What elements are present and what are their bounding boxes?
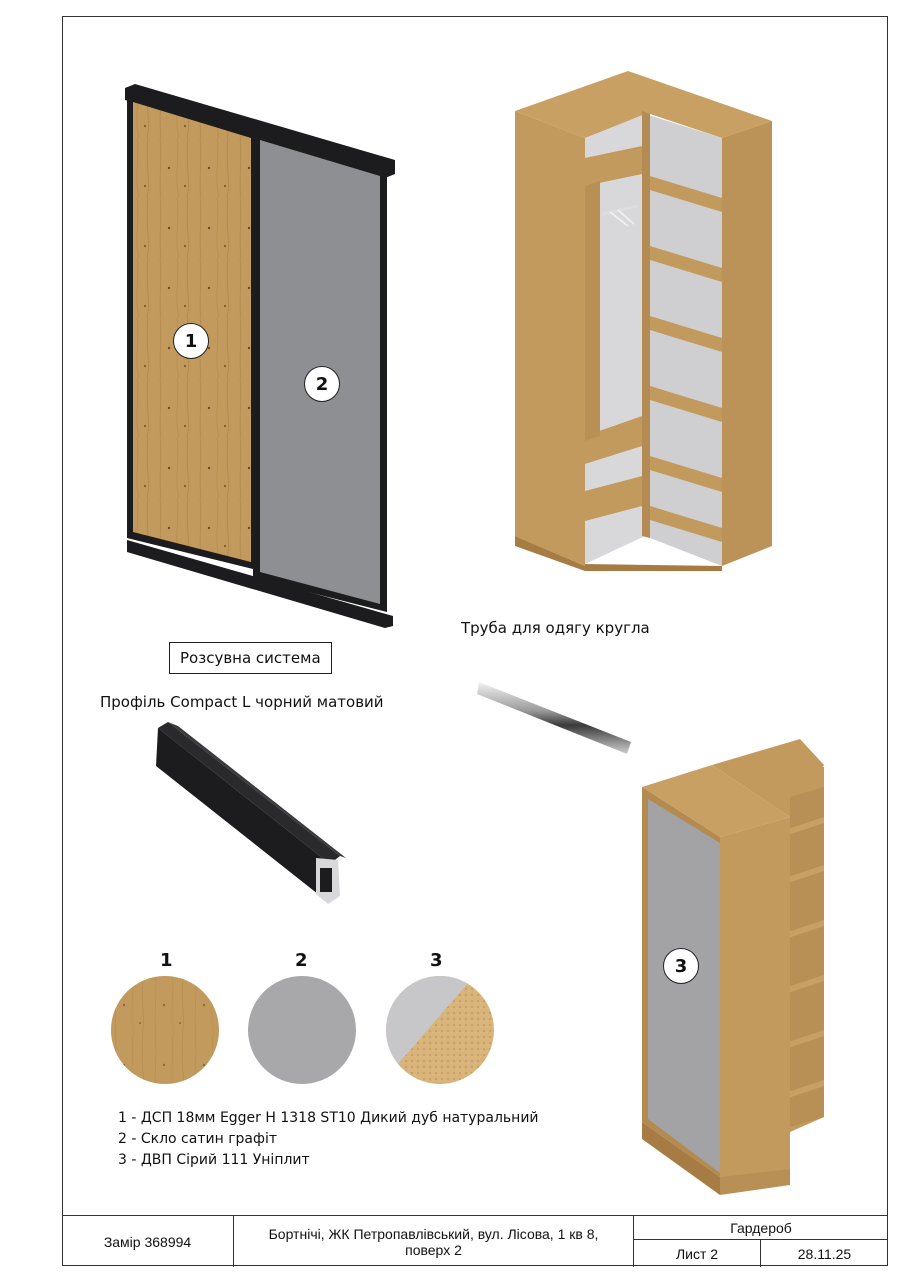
swatch-2-number: 2: [295, 950, 308, 971]
legend-item-1: 1 - ДСП 18мм Egger H 1318 ST10 Дикий дуб…: [118, 1110, 539, 1126]
door-2-marker: 2: [304, 366, 340, 402]
profile-label: Профіль Compact L чорний матовий: [100, 693, 384, 711]
title-block: Замір 368994 Бортнічі, ЖК Петропавлівськ…: [62, 1215, 888, 1267]
materials-legend: 1 - ДСП 18мм Egger H 1318 ST10 Дикий дуб…: [118, 1108, 539, 1171]
swatch-3-number: 3: [430, 950, 443, 971]
sliding-system-label: Розсувна система: [169, 642, 332, 674]
clothes-rail-illustration: [477, 682, 631, 754]
corner-wardrobe-illustration: [515, 71, 772, 571]
swatch-1-oak: [111, 976, 219, 1084]
side-panel-3-marker: 3: [663, 948, 699, 984]
swatch-3-hdf: [386, 976, 494, 1084]
door-1-marker: 1: [173, 323, 209, 359]
address: Бортнічі, ЖК Петропавлівський, вул. Лісо…: [234, 1216, 634, 1267]
order-number: Замір 368994: [62, 1216, 234, 1267]
sheet-number: Лист 2: [634, 1240, 761, 1267]
date: 28.11.25: [797, 1245, 852, 1262]
profile-illustration: [156, 722, 346, 904]
legend-item-2: 2 - Скло сатин графіт: [118, 1131, 278, 1147]
product-name: Гардероб: [634, 1216, 888, 1240]
material-swatches: [111, 976, 494, 1084]
drawing-sheet: [62, 16, 888, 1266]
sliding-doors-illustration: [125, 84, 395, 628]
swatch-1-number: 1: [160, 950, 173, 971]
swatch-2-glass: [248, 976, 356, 1084]
clothes-rail-label: Труба для одягу кругла: [461, 619, 650, 637]
legend-item-3: 3 - ДВП Сірий 111 Уніплит: [118, 1152, 310, 1168]
